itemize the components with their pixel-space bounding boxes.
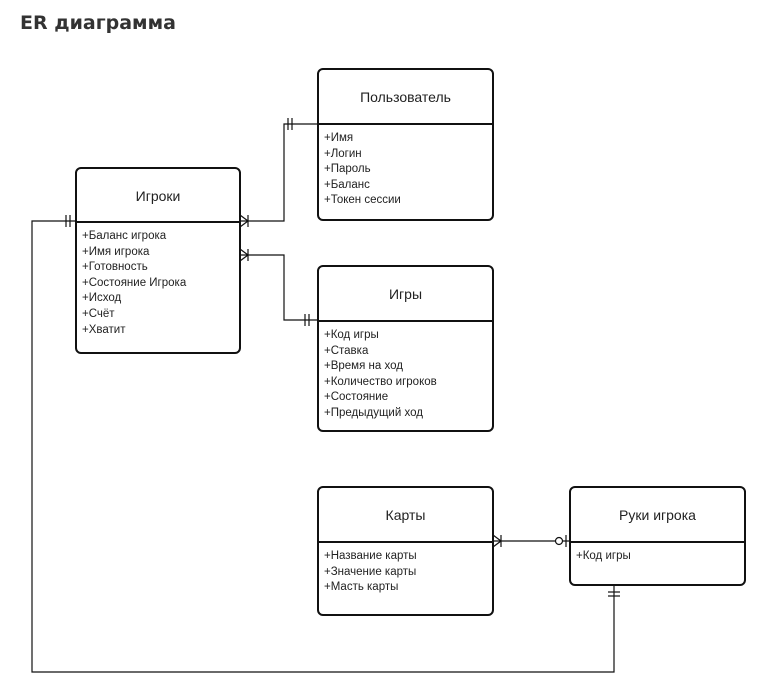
entity-players-attributes: +Баланс игрока +Имя игрока +Готовность +…	[82, 229, 235, 338]
attribute: +Токен сессии	[324, 194, 401, 207]
relationship-cards-hands[interactable]	[492, 534, 570, 548]
attribute: +Время на ход	[324, 360, 403, 373]
attribute: +Исход	[82, 292, 122, 305]
attribute: +Имя игрока	[82, 245, 150, 258]
entity-hands-attributes: +Код игры	[576, 549, 740, 565]
entity-hands[interactable]: Руки игрока +Код игры	[569, 486, 746, 586]
entity-cards-divider	[319, 541, 492, 543]
attribute: +Пароль	[324, 163, 371, 176]
entity-cards[interactable]: Карты +Название карты +Значение карты +М…	[317, 486, 494, 616]
entity-games-attributes: +Код игры +Ставка +Время на ход +Количес…	[324, 328, 488, 422]
entity-games-title: Игры	[388, 286, 423, 302]
attribute: +Предыдущий ход	[324, 406, 423, 419]
attribute: +Название карты	[324, 550, 417, 562]
entity-user-title: Пользователь	[360, 89, 451, 105]
entity-hands-title: Руки игрока	[619, 507, 696, 523]
entity-user-attributes: +Имя +Логин +Пароль +Баланс +Токен сесси…	[324, 131, 488, 209]
entity-user[interactable]: Пользователь +Имя +Логин +Пароль +Баланс…	[317, 68, 494, 221]
entity-cards-attributes: +Название карты +Значение карты +Масть к…	[324, 549, 488, 596]
entity-players-title: Игроки	[135, 188, 181, 204]
attribute: +Счёт	[82, 307, 115, 320]
attribute: +Готовность	[82, 261, 148, 274]
attribute: +Хватит	[82, 323, 126, 336]
attribute: +Значение карты	[324, 565, 417, 578]
entity-user-divider	[319, 123, 492, 125]
page-title: ER диаграмма	[20, 12, 176, 34]
entity-cards-title: Карты	[385, 507, 426, 523]
attribute: +Баланс	[324, 178, 370, 191]
attribute: +Логин	[324, 147, 362, 160]
entity-hands-divider	[571, 541, 744, 543]
attribute: +Количество игроков	[324, 375, 437, 388]
entity-games-divider	[319, 320, 492, 322]
entity-games[interactable]: Игры +Код игры +Ставка +Время на ход +Ко…	[317, 265, 494, 432]
attribute: +Имя	[324, 132, 354, 144]
attribute: +Ставка	[324, 344, 369, 357]
entity-players-divider	[77, 221, 239, 223]
relationship-players-hands[interactable]	[31, 215, 620, 673]
attribute: +Масть карты	[324, 581, 399, 594]
relationship-players-user[interactable]	[239, 118, 318, 228]
attribute: +Код игры	[576, 550, 631, 562]
attribute: +Состояние Игрока	[82, 276, 187, 289]
entity-players[interactable]: Игроки +Баланс игрока +Имя игрока +Готов…	[75, 167, 241, 354]
relationship-players-games[interactable]	[239, 248, 318, 326]
attribute: +Состояние	[324, 391, 389, 404]
attribute: +Код игры	[324, 329, 379, 341]
attribute: +Баланс игрока	[82, 230, 167, 242]
